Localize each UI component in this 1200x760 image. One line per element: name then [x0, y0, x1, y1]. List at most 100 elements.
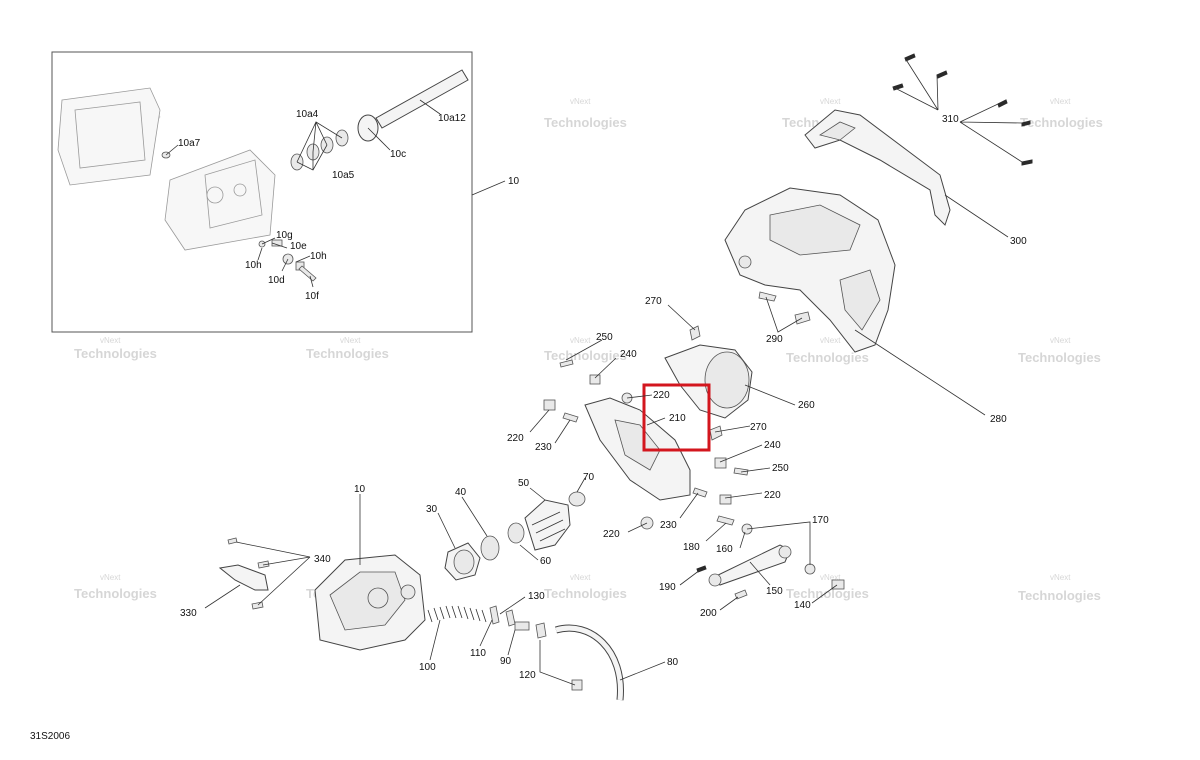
svg-text:vNext: vNext	[820, 336, 841, 345]
callout-160: 160	[716, 544, 733, 555]
svg-text:Technologies: Technologies	[1020, 115, 1103, 130]
callout-180: 180	[683, 542, 700, 553]
callout-140: 140	[794, 600, 811, 611]
boot-50	[524, 499, 571, 551]
svg-text:Technologies: Technologies	[74, 346, 157, 361]
ring-60	[507, 522, 525, 544]
inset-housing-faint	[57, 87, 276, 251]
callout-310: 310	[942, 114, 959, 125]
callout-290: 290	[766, 334, 783, 345]
callout-10c: 10c	[390, 149, 406, 160]
clamp-40	[480, 535, 500, 561]
svg-text:vNext: vNext	[100, 336, 121, 345]
small-parts-bottom	[489, 605, 583, 691]
callout-10a7: 10a7	[178, 138, 201, 149]
callout-170: 170	[812, 515, 829, 526]
callout-10-main: 10	[354, 484, 366, 495]
svg-text:Technologies: Technologies	[786, 350, 869, 365]
callout-300: 300	[1010, 236, 1027, 247]
callout-220-right: 220	[764, 490, 781, 501]
svg-text:Technologies: Technologies	[1018, 588, 1101, 603]
callout-80: 80	[667, 657, 679, 668]
callout-10d: 10d	[268, 275, 285, 286]
callout-220-highlight: 220	[653, 390, 670, 401]
callout-70: 70	[583, 472, 595, 483]
callout-270-top: 270	[645, 296, 662, 307]
callout-10-inset: 10	[508, 176, 520, 187]
callout-220-bottom: 220	[603, 529, 620, 540]
bracket-330	[218, 537, 270, 610]
bolts-290	[758, 291, 811, 325]
bolts-310	[892, 53, 1033, 166]
housing-10	[314, 554, 426, 651]
callout-10a5: 10a5	[332, 170, 355, 181]
callout-280: 280	[990, 414, 1007, 425]
leader-lines	[165, 57, 1023, 686]
callout-40: 40	[455, 487, 467, 498]
svg-text:Technologies: Technologies	[544, 115, 627, 130]
svg-text:vNext: vNext	[1050, 97, 1071, 106]
callout-50: 50	[518, 478, 530, 489]
svg-text:Technologies: Technologies	[544, 348, 627, 363]
svg-text:vNext: vNext	[820, 97, 841, 106]
svg-text:vNext: vNext	[570, 336, 591, 345]
svg-text:vNext: vNext	[820, 573, 841, 582]
spring-100	[427, 605, 487, 623]
callout-250-right: 250	[772, 463, 789, 474]
svg-text:Technologies: Technologies	[306, 346, 389, 361]
callout-210: 210	[669, 413, 686, 424]
inset-small-parts	[161, 69, 469, 282]
callout-270-mid: 270	[750, 422, 767, 433]
callout-30: 30	[426, 504, 438, 515]
callout-240-top: 240	[620, 349, 637, 360]
svg-text:Technologies: Technologies	[786, 586, 869, 601]
callout-230-left: 230	[535, 442, 552, 453]
callout-330: 330	[180, 608, 197, 619]
duct-260	[664, 344, 753, 419]
callout-10a12: 10a12	[438, 113, 466, 124]
bracket-210	[584, 397, 691, 501]
svg-text:vNext: vNext	[100, 573, 121, 582]
svg-text:vNext: vNext	[570, 573, 591, 582]
callout-240-right: 240	[764, 440, 781, 451]
callout-labels: 10 10a7 10a4 10a5 10a12 10c 10g 10e 10h …	[178, 109, 1027, 681]
callout-220-left: 220	[507, 433, 524, 444]
callout-10h-right: 10h	[310, 251, 327, 262]
highlight-box	[642, 383, 711, 452]
callout-130: 130	[528, 591, 545, 602]
callout-90: 90	[500, 656, 512, 667]
svg-text:vNext: vNext	[570, 97, 591, 106]
callout-10f: 10f	[305, 291, 319, 302]
svg-text:Technologies: Technologies	[74, 586, 157, 601]
small-fasteners-mid	[543, 325, 753, 535]
callout-340: 340	[314, 554, 331, 565]
svg-text:Technologies: Technologies	[1018, 350, 1101, 365]
callout-10a4: 10a4	[296, 109, 319, 120]
callout-250-top: 250	[596, 332, 613, 343]
callout-10g: 10g	[276, 230, 293, 241]
svg-text:vNext: vNext	[340, 336, 361, 345]
seal-70	[568, 491, 586, 507]
callout-100: 100	[419, 662, 436, 673]
diagram-code: 31S2006	[30, 731, 71, 742]
svg-text:vNext: vNext	[1050, 573, 1071, 582]
callout-190: 190	[659, 582, 676, 593]
callout-200: 200	[700, 608, 717, 619]
hose-80	[555, 624, 624, 701]
lever-150	[708, 544, 792, 587]
bracket-300	[804, 109, 951, 226]
callout-260: 260	[798, 400, 815, 411]
callout-10h-left: 10h	[245, 260, 262, 271]
